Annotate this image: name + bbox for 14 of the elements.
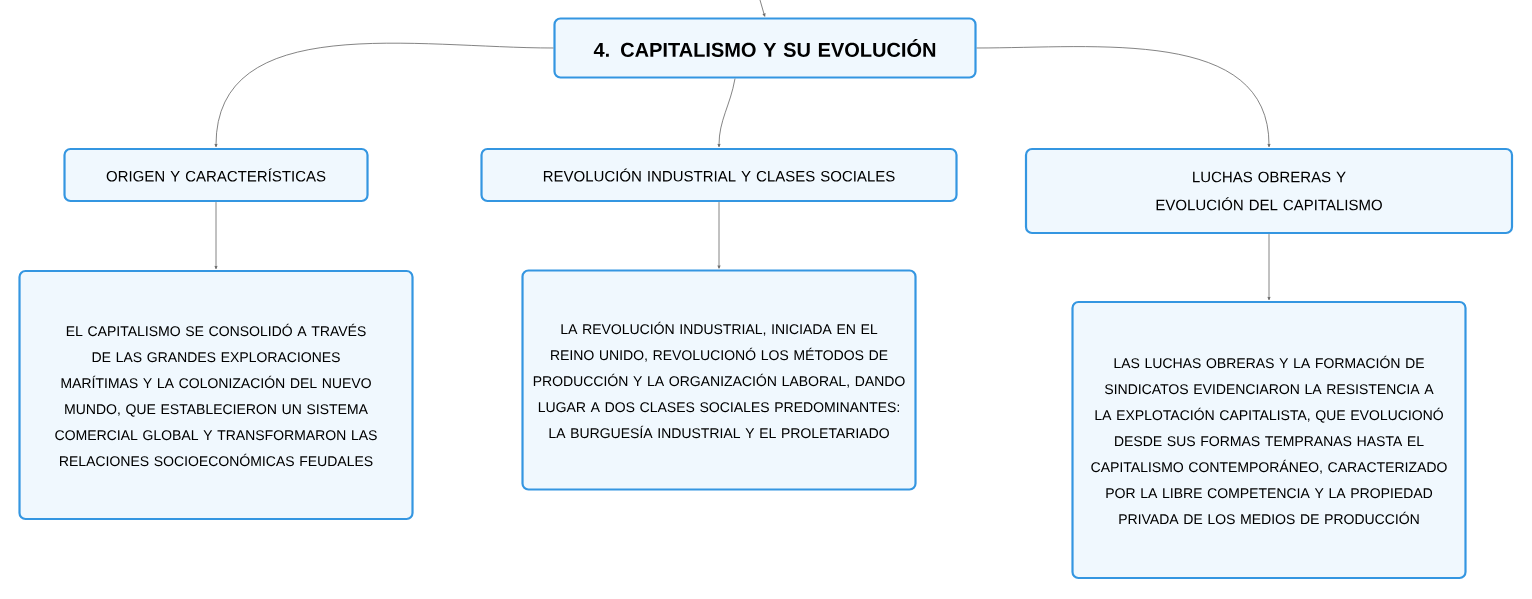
text-box: EL CAPITALISMO SE CONSOLIDÓ A TRAVÉS DE LAS GRANDES EXPLORACIONES MARÍTIMAS Y LA COLONIZACIÓN DEL NUEVO MUNDO, QUE ESTABLECIERON UN SISTEMA COMERCIAL GLOBAL Y TRANSFORMARON LAS RELACIONES SOCIOECONÓMICAS FEUDALES [18, 269, 414, 521]
subtopic-box: LUCHAS OBRERAS Y EVOLUCIÓN DEL CAPITALISMO [1024, 147, 1514, 235]
arrow [717, 201, 721, 269]
arrow [214, 42, 554, 148]
topic-box: 4. CAPITALISMO Y SU EVOLUCIÓN [553, 17, 977, 79]
text-box: LAS LUCHAS OBRERAS Y LA FORMACIÓN DE SINDICATOS EVIDENCIARON LA RESISTENCIA A LA EXPLOTACIÓN CAPITALISTA, QUE EVOLUCIONÓ DESDE SUS FORMAS TEMPRANAS HASTA EL CAPITALISMO CONTEMPORÁNEO, CARACTERIZADO POR LA LIBRE COMPETENCIA Y LA PROPIEDAD PRIVADA DE LOS MEDIOS DE PRODUCCIÓN [1071, 300, 1467, 580]
subtopic-box: REVOLUCIÓN INDUSTRIAL Y CLASES SOCIALES [480, 147, 958, 203]
subtopic-box: ORIGEN Y CARACTERÍSTICAS [63, 147, 369, 203]
arrow [759, 0, 766, 17]
arrow [214, 201, 218, 270]
text-box: LA REVOLUCIÓN INDUSTRIAL, INICIADA EN EL REINO UNIDO, REVOLUCIONÓ LOS MÉTODOS DE PRODUCCIÓN Y LA ORGANIZACIÓN LABORAL, DANDO LUGAR A DOS CLASES SOCIALES PREDOMINANTES: LA BURGUESÍA INDUSTRIAL Y EL PROLETARIADO [521, 269, 917, 491]
arrow [717, 78, 736, 148]
arrow [1267, 233, 1271, 301]
arrow [976, 46, 1271, 148]
